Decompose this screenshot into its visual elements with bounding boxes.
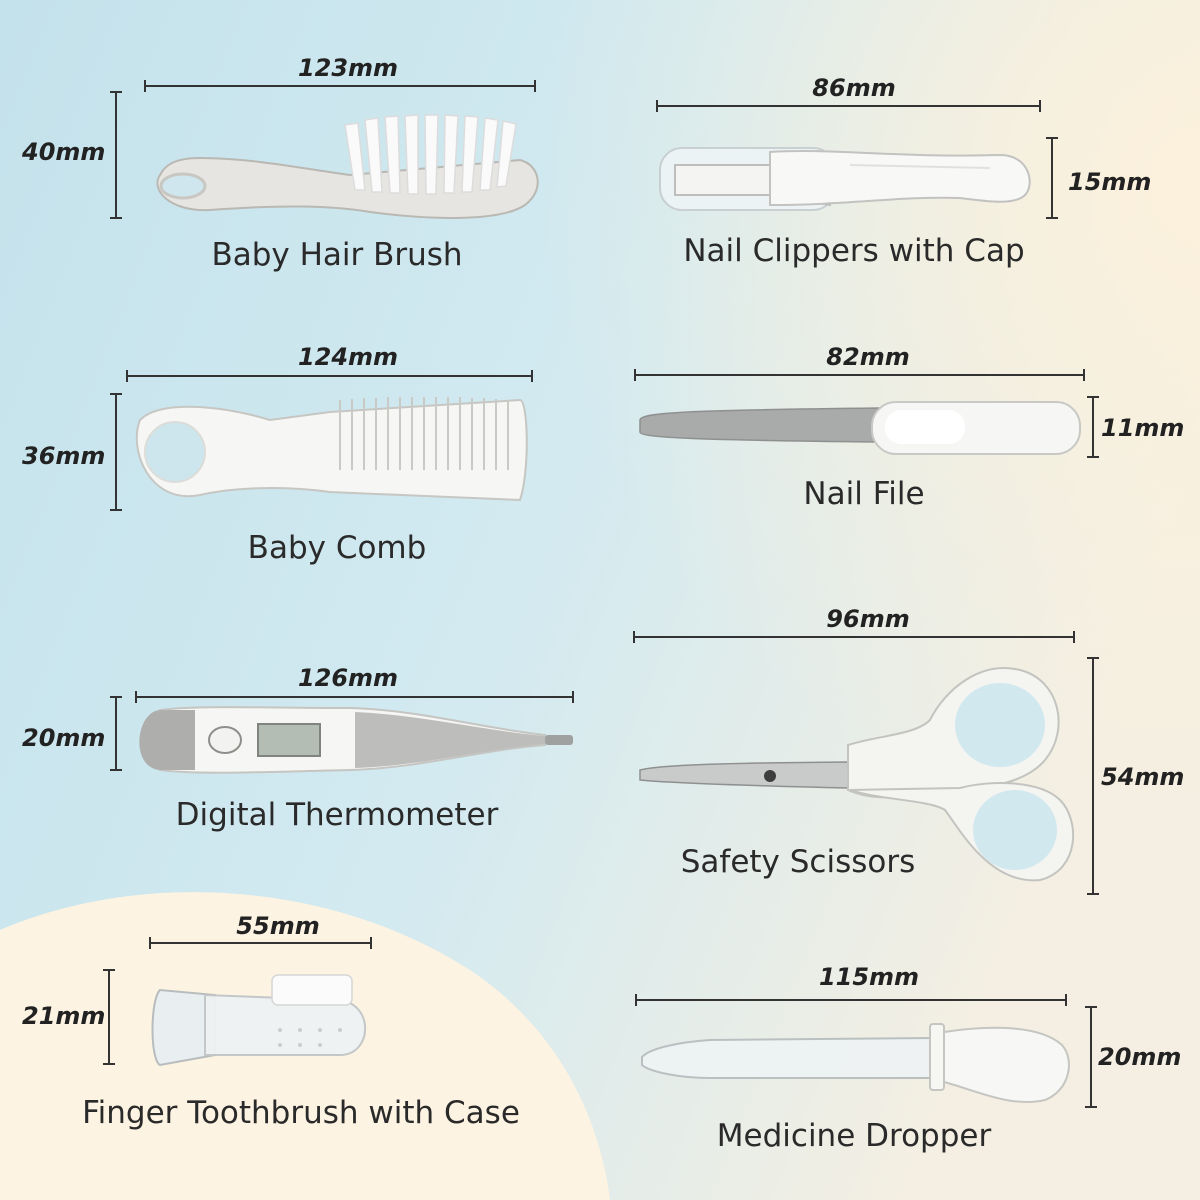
file-width-text: 82mm <box>826 343 910 371</box>
thermometer-width-line <box>135 691 574 703</box>
thermometer-label: Digital Thermometer <box>175 797 499 833</box>
comb-image <box>135 397 528 502</box>
scissors-label: Safety Scissors <box>680 844 916 880</box>
dropper-width-text: 115mm <box>818 963 920 991</box>
toothbrush-label: Finger Toothbrush with Case <box>82 1095 520 1131</box>
brush-width-text: 123mm <box>297 54 399 82</box>
thermometer-image <box>139 706 573 774</box>
file-height-text: 11mm <box>1101 414 1185 442</box>
dropper-height-line <box>1085 1006 1097 1108</box>
nail-file-image <box>639 401 1081 455</box>
comb-label: Baby Comb <box>247 530 427 566</box>
scissors-width-text: 96mm <box>826 605 910 633</box>
scissors-height-text: 54mm <box>1101 763 1185 791</box>
comb-height-text: 36mm <box>22 442 106 470</box>
dropper-label: Medicine Dropper <box>716 1118 992 1154</box>
brush-label: Baby Hair Brush <box>211 237 463 273</box>
scissors-height-line <box>1087 657 1099 895</box>
clippers-height-text: 15mm <box>1068 168 1152 196</box>
finger-toothbrush-image <box>151 974 367 1067</box>
brush-height-line <box>110 91 122 219</box>
brush-width-line <box>144 80 536 92</box>
clippers-width-text: 86mm <box>812 74 896 102</box>
medicine-dropper-image <box>641 1023 1070 1104</box>
comb-width-text: 124mm <box>297 343 399 371</box>
comb-width-line <box>126 370 533 382</box>
scissors-width-line <box>633 631 1075 643</box>
thermometer-height-line <box>110 696 122 771</box>
safety-scissors-image <box>639 667 1074 882</box>
thermometer-height-text: 20mm <box>22 724 106 752</box>
clippers-width-line <box>656 100 1041 112</box>
toothbrush-height-text: 21mm <box>22 1002 106 1030</box>
nail-clippers-image <box>659 147 1031 211</box>
dropper-width-line <box>635 994 1067 1006</box>
toothbrush-width-line <box>149 937 372 949</box>
toothbrush-width-text: 55mm <box>236 912 320 940</box>
thermometer-width-text: 126mm <box>297 664 399 692</box>
hair-brush-image <box>156 114 539 219</box>
clippers-height-line <box>1046 137 1058 219</box>
file-label: Nail File <box>803 476 925 512</box>
dropper-height-text: 20mm <box>1098 1043 1182 1071</box>
clippers-label: Nail Clippers with Cap <box>683 233 1025 269</box>
file-height-line <box>1087 396 1099 458</box>
file-width-line <box>634 369 1085 381</box>
brush-height-text: 40mm <box>22 138 106 166</box>
comb-height-line <box>110 393 122 511</box>
toothbrush-height-line <box>103 969 115 1065</box>
